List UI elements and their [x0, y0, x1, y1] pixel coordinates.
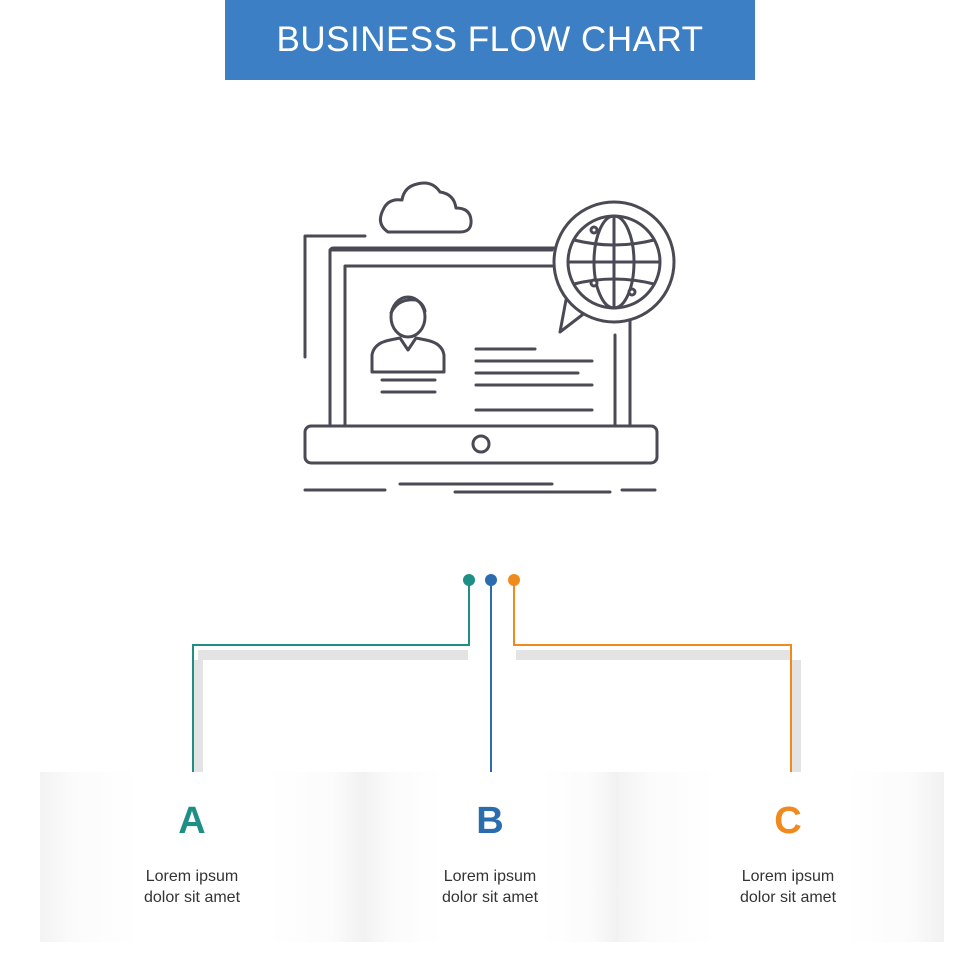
step-card-b — [366, 772, 618, 942]
connector-a — [192, 585, 470, 782]
step-text-c: Lorem ipsum dolor sit amet — [688, 866, 888, 908]
dot-a — [463, 574, 475, 586]
step-text-c-line2: dolor sit amet — [739, 889, 837, 906]
title-banner: BUSINESS FLOW CHART — [225, 0, 755, 80]
cloud-icon — [378, 181, 473, 234]
back-panel-lines — [303, 234, 367, 359]
dot-c — [508, 574, 520, 586]
step-text-c-line1: Lorem ipsum — [741, 868, 835, 885]
step-text-a-line1: Lorem ipsum — [145, 868, 239, 885]
step-text-b-line1: Lorem ipsum — [443, 868, 537, 885]
step-text-b-line2: dolor sit amet — [441, 889, 539, 906]
step-text-b: Lorem ipsum dolor sit amet — [390, 866, 590, 908]
laptop-globe-icon — [303, 181, 676, 494]
step-text-a-line2: dolor sit amet — [143, 889, 241, 906]
step-letter-a: A — [178, 800, 206, 842]
step-letter-b: B — [476, 800, 504, 842]
globe-icon — [566, 214, 662, 310]
step-letter-c: C — [774, 800, 802, 842]
connector-c — [513, 585, 792, 782]
step-card-a — [40, 772, 366, 942]
speech-bubble — [558, 298, 588, 334]
laptop-base — [303, 424, 659, 465]
step-text-a: Lorem ipsum dolor sit amet — [92, 866, 292, 908]
profile-avatar-icon — [370, 295, 446, 374]
chart-title: BUSINESS FLOW CHART — [276, 20, 704, 59]
step-card-c — [618, 772, 944, 942]
dot-b — [485, 574, 497, 586]
